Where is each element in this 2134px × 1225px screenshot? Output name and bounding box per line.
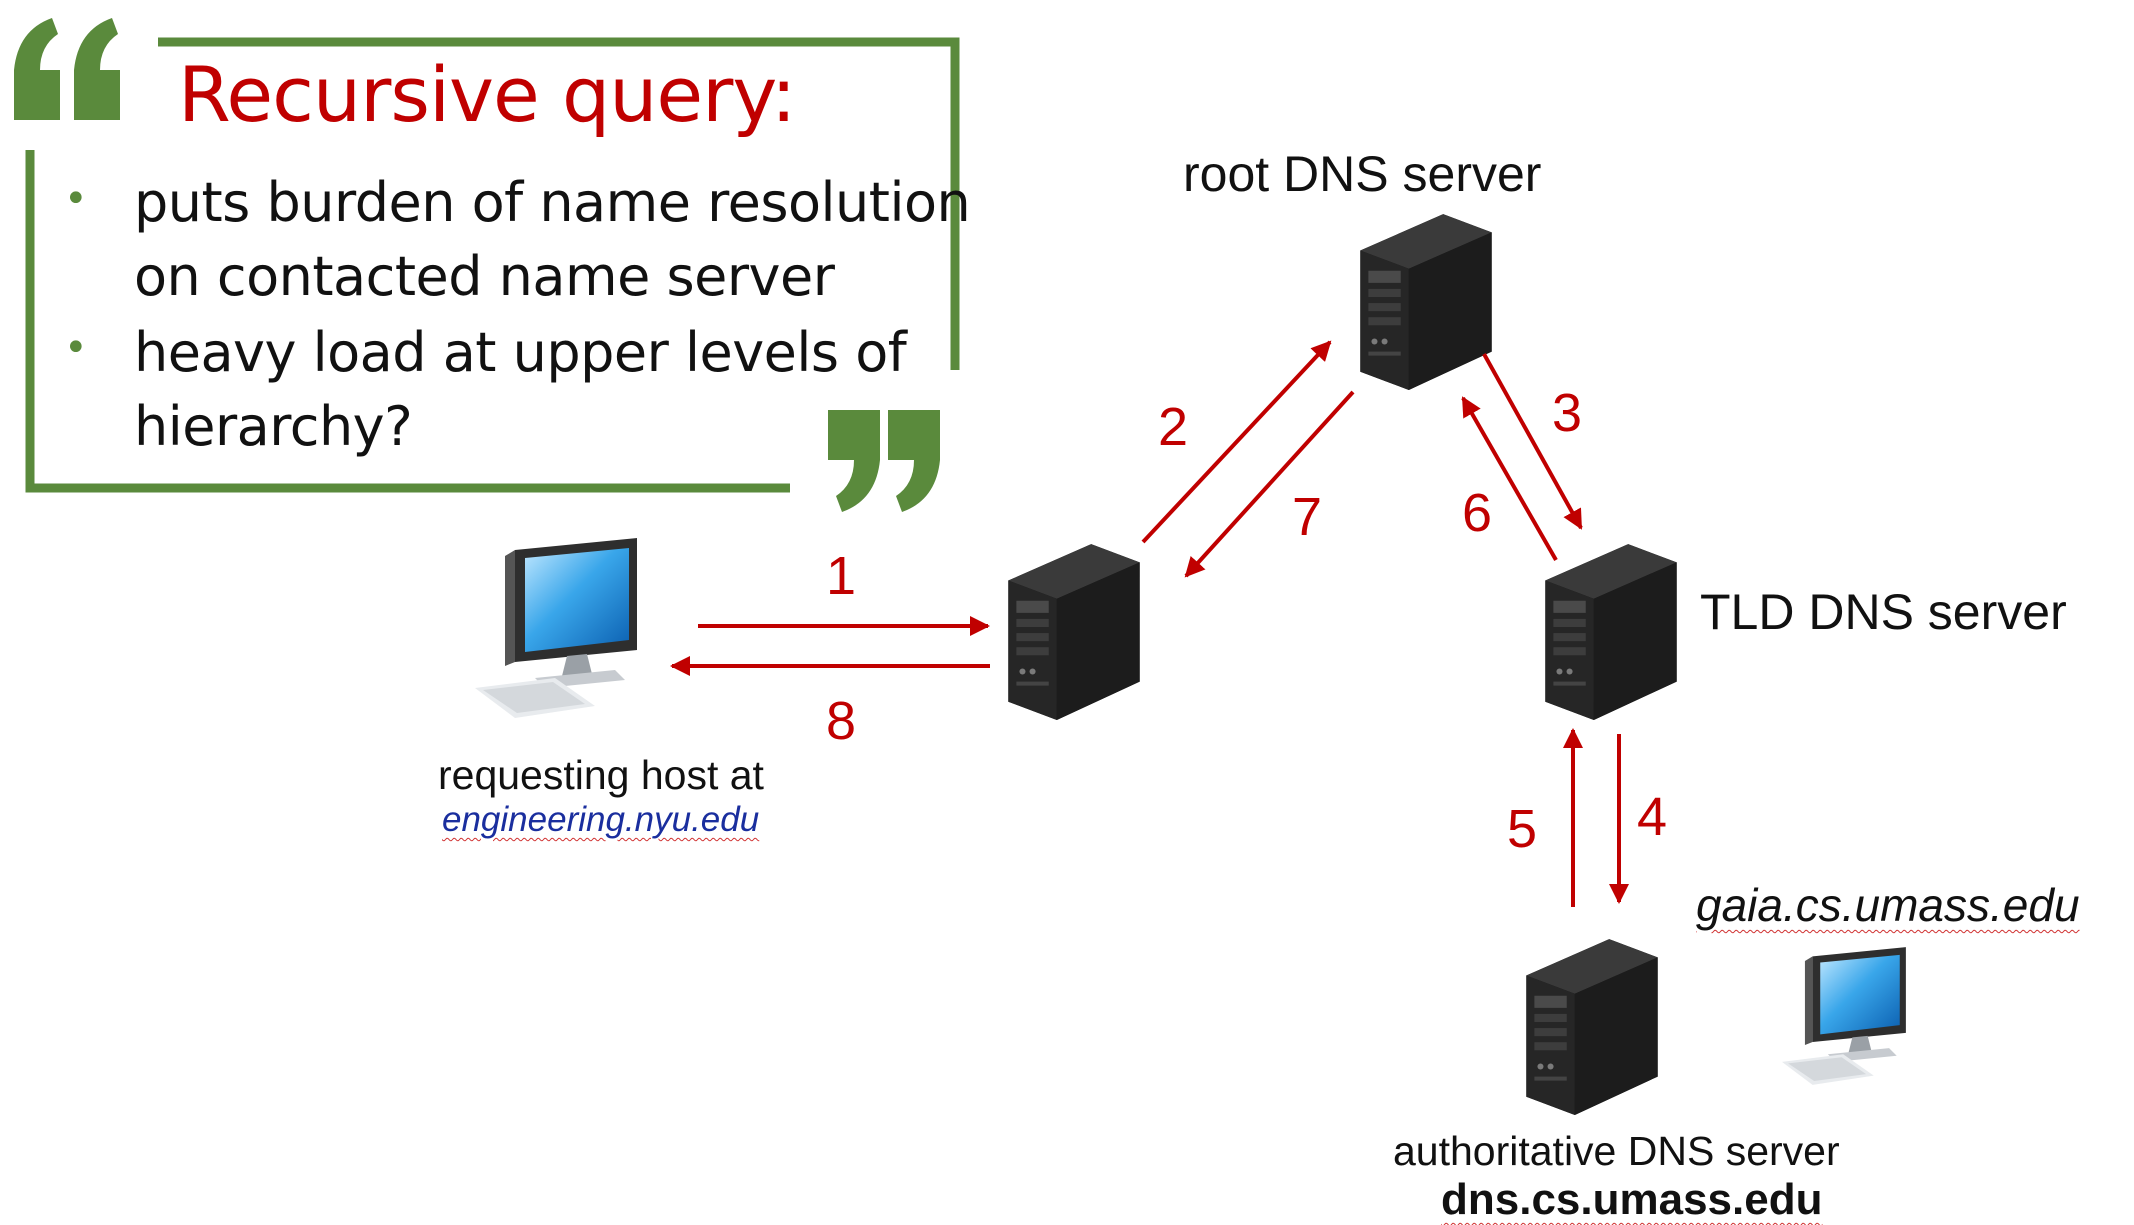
bullet-1-line-2: on contacted name server: [134, 245, 835, 308]
callout-title: Recursive query:: [178, 50, 796, 139]
root-server-label: root DNS server: [1183, 146, 1542, 202]
tld-server-label: TLD DNS server: [1700, 584, 2067, 640]
open-quote-icon: [14, 18, 120, 120]
step-label-6: 6: [1462, 483, 1493, 543]
step-label-5: 5: [1507, 799, 1538, 859]
bullet-marker: •: [64, 176, 88, 222]
bullet-1-line-1: puts burden of name resolution: [134, 171, 971, 234]
gaia-host-label: gaia.cs.umass.edu: [1696, 879, 2080, 931]
authoritative-server-label: authoritative DNS server: [1393, 1128, 1840, 1174]
step-label-2: 2: [1158, 397, 1189, 457]
step-label-7: 7: [1292, 487, 1323, 547]
step-label-8: 8: [826, 691, 857, 751]
arrow-step-6: [1461, 396, 1558, 561]
arrow-step-7: [1184, 390, 1355, 578]
requesting-host-label: requesting host at: [438, 752, 764, 798]
step-label-4: 4: [1637, 787, 1668, 847]
arrow-step-2: [1141, 340, 1332, 544]
bullet-2-line-2: hierarchy?: [134, 395, 413, 458]
gaia-host-computer-icon: [1782, 947, 1906, 1085]
close-quote-icon: [828, 410, 940, 512]
arrow-step-3: [1482, 353, 1583, 530]
requesting-host-domain: engineering.nyu.edu: [442, 800, 760, 839]
step-label-1: 1: [826, 546, 857, 606]
tld-server-icon: [1545, 544, 1677, 720]
root-server-icon: [1360, 214, 1492, 390]
authoritative-server-domain: dns.cs.umass.edu: [1441, 1175, 1823, 1224]
requesting-host-computer-icon: [475, 538, 637, 718]
bullet-marker: •: [64, 325, 88, 371]
step-label-3: 3: [1552, 383, 1583, 443]
authoritative-server-icon: [1526, 939, 1658, 1115]
local-server-icon: [1008, 544, 1140, 720]
bullet-2-line-1: heavy load at upper levels of: [134, 321, 907, 384]
